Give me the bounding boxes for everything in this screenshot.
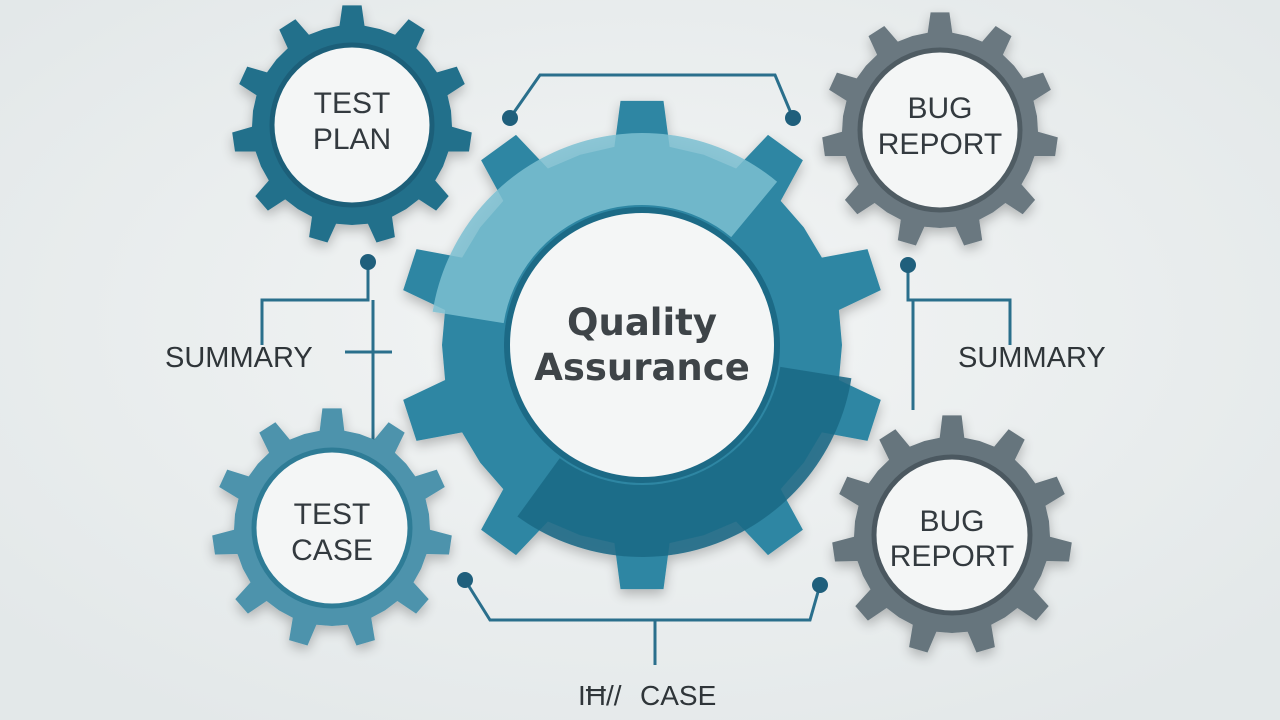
gear-bottom-left — [212, 408, 452, 646]
gear-top-left-line2: PLAN — [313, 123, 391, 156]
connector-right — [906, 265, 1012, 410]
gear-top-left-hub — [269, 42, 435, 208]
gear-bottom-left-line1: TEST — [294, 498, 371, 531]
node-right — [900, 257, 916, 273]
gear-center-highlight — [432, 133, 778, 324]
gear-bottom-right — [832, 415, 1072, 653]
gear-center — [403, 100, 881, 590]
gear-top-left — [232, 5, 472, 243]
node-left — [360, 254, 376, 270]
node-bottom-left — [457, 572, 473, 588]
gear-center-shade — [517, 366, 852, 557]
gear-bottom-right-hub — [871, 454, 1033, 616]
gear-bottom-left-hub — [251, 447, 413, 609]
connector-top-left — [260, 262, 370, 345]
bottom-case-label: CASE — [640, 680, 716, 711]
connector-nodes — [360, 110, 916, 593]
bottom-glyph-label: IĦ// — [578, 680, 622, 711]
connectors — [260, 73, 1012, 665]
gear-bottom-right-line1: BUG — [919, 505, 984, 538]
node-bottom-right — [812, 577, 828, 593]
gear-top-right-line2: REPORT — [878, 128, 1002, 161]
gear-bottom-left-line2: CASE — [291, 534, 373, 567]
gear-center-hub — [504, 207, 780, 483]
gear-top-right-line1: BUG — [907, 92, 972, 125]
node-top-left — [502, 110, 518, 126]
node-top-right — [785, 110, 801, 126]
connector-left-mid — [345, 300, 392, 440]
center-title-line2: Assurance — [534, 346, 750, 389]
gear-top-left-line1: TEST — [314, 87, 391, 120]
gear-bottom-right-line2: REPORT — [890, 540, 1014, 573]
center-title-line1: Quality — [567, 301, 717, 344]
gear-top-right-hub — [857, 47, 1023, 213]
left-summary-label: SUMMARY — [165, 342, 313, 374]
gear-top-right — [822, 12, 1058, 246]
connector-bottom — [463, 579, 822, 665]
right-summary-label: SUMMARY — [958, 342, 1106, 374]
connector-top — [508, 73, 795, 119]
